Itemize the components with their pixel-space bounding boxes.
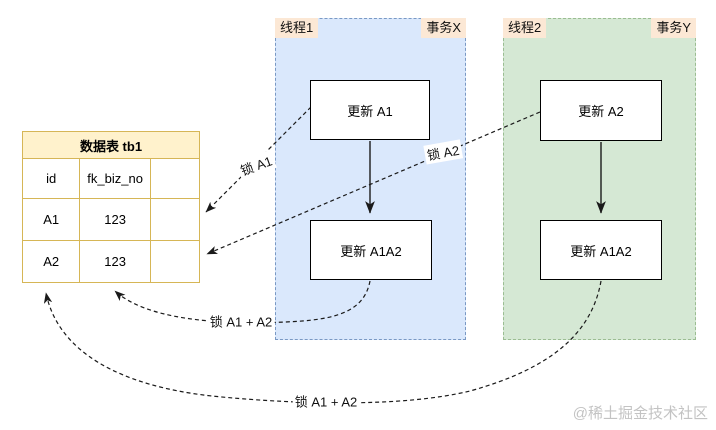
thread1-badge: 线程1 — [275, 18, 319, 38]
edge-label-lock-a1a2-x: 锁 A1 + A2 — [207, 311, 275, 331]
cell-a2-extra — [149, 240, 201, 283]
col-header-fk-biz-no: fk_biz_no — [79, 158, 151, 199]
cell-a2-id: A2 — [21, 240, 81, 283]
box-update-a1a2-thread2: 更新 A1A2 — [540, 220, 662, 280]
table-header-row: id fk_biz_no — [21, 158, 201, 199]
thread2-panel: 线程2 事务Y — [503, 18, 696, 340]
box-update-a1a2-thread2-label: 更新 A1A2 — [570, 243, 632, 259]
box-update-a1-label: 更新 A1 — [347, 103, 393, 119]
col-header-empty — [149, 158, 201, 199]
cell-a1-fk: 123 — [79, 198, 151, 241]
transaction-x-badge: 事务X — [421, 18, 466, 38]
cell-a1-extra — [149, 198, 201, 241]
box-update-a2: 更新 A2 — [540, 80, 662, 141]
edge-label-lock-a1a2-y: 锁 A1 + A2 — [292, 391, 360, 411]
table-row: A2 123 — [21, 240, 201, 283]
box-update-a1a2-thread1-label: 更新 A1A2 — [340, 243, 402, 259]
table-title: 数据表 tb1 — [22, 131, 200, 159]
cell-a2-fk: 123 — [79, 240, 151, 283]
cell-a1-id: A1 — [21, 198, 81, 241]
table-title-row: 数据表 tb1 — [22, 131, 200, 159]
col-header-id: id — [21, 158, 81, 199]
data-table-tb1: 数据表 tb1 id fk_biz_no A1 123 A2 123 — [21, 131, 201, 283]
box-update-a2-label: 更新 A2 — [578, 104, 624, 119]
watermark: @稀土掘金技术社区 — [572, 405, 708, 422]
table-row: A1 123 — [21, 198, 201, 241]
box-update-a1: 更新 A1 — [310, 80, 430, 140]
transaction-y-badge: 事务Y — [651, 18, 696, 38]
box-update-a1a2-thread1: 更新 A1A2 — [310, 220, 432, 280]
thread2-badge: 线程2 — [503, 18, 547, 38]
thread1-panel: 线程1 事务X — [275, 18, 466, 340]
edge-label-lock-a1: 锁 A1 — [235, 149, 277, 181]
